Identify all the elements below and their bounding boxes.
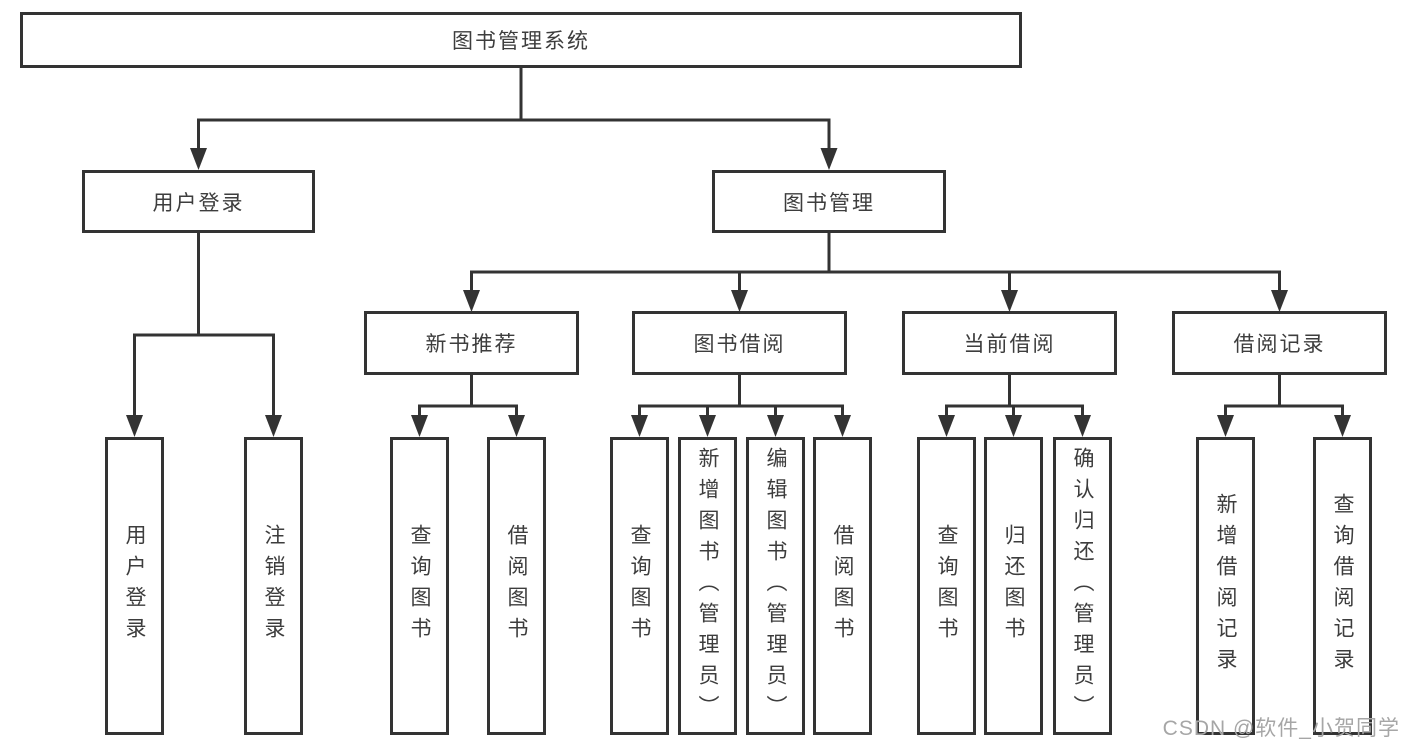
node-book-management: 图书管理 — [712, 170, 946, 233]
node-new-book-recommend: 新书推荐 — [364, 311, 579, 375]
leaf-borrow-books: 借阅图书 — [813, 437, 872, 735]
leaf-query-books-borrow: 查询图书 — [610, 437, 669, 735]
node-user-login: 用户登录 — [82, 170, 315, 233]
arrowheads — [126, 148, 1351, 437]
leaf-query-borrow-record: 查询借阅记录 — [1313, 437, 1372, 735]
leaf-add-borrow-record: 新增借阅记录 — [1196, 437, 1255, 735]
node-book-management-system: 图书管理系统 — [20, 12, 1022, 68]
node-current-borrow: 当前借阅 — [902, 311, 1117, 375]
node-borrow-records: 借阅记录 — [1172, 311, 1387, 375]
leaf-query-books-current: 查询图书 — [917, 437, 976, 735]
leaf-borrow-books-recommend: 借阅图书 — [487, 437, 546, 735]
leaf-add-book-admin: 新增图书（管理员） — [678, 437, 737, 735]
leaf-return-book: 归还图书 — [984, 437, 1043, 735]
leaf-logout: 注销登录 — [244, 437, 303, 735]
leaf-user-login: 用户登录 — [105, 437, 164, 735]
node-book-borrow: 图书借阅 — [632, 311, 847, 375]
leaf-confirm-return-admin: 确认归还（管理员） — [1053, 437, 1112, 735]
leaf-query-books-recommend: 查询图书 — [390, 437, 449, 735]
leaf-edit-book-admin: 编辑图书（管理员） — [746, 437, 805, 735]
csdn-watermark: CSDN @软件_小贺同学 — [1162, 717, 1400, 740]
